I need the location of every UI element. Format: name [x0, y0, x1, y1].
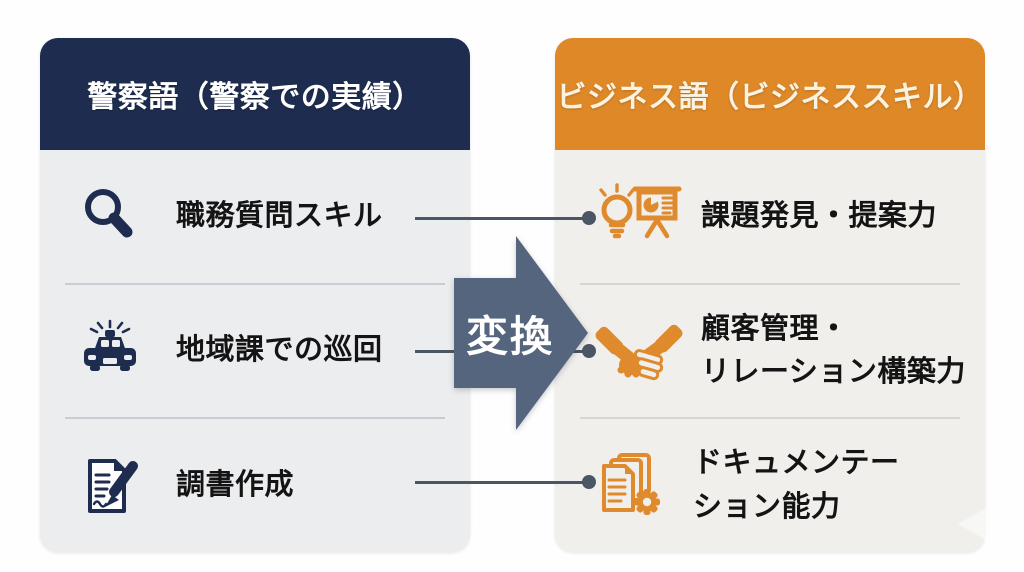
connector-dot-1	[582, 211, 596, 225]
connector-dot-2	[582, 344, 596, 358]
list-item-proposal-skill: 課題発見・提案力	[555, 150, 985, 283]
connector-line-1	[415, 217, 587, 220]
conversion-arrow: 変換	[450, 232, 592, 434]
divider	[580, 282, 960, 285]
divider	[65, 282, 445, 285]
idea-presentation-icon	[595, 180, 683, 252]
divider	[580, 417, 960, 420]
list-item-patrol: 地域課での巡回	[40, 285, 470, 418]
list-item-label: 地域課での巡回	[176, 334, 383, 367]
police-car-icon	[78, 319, 142, 383]
divider	[65, 417, 445, 420]
conversion-arrow-label: 変換	[465, 312, 554, 360]
business-panel-header: ビジネス語（ビジネススキル）	[555, 38, 985, 150]
connector-dot-3	[582, 475, 596, 489]
documents-gear-icon	[595, 450, 675, 522]
business-panel: ビジネス語（ビジネススキル）	[555, 38, 985, 552]
business-panel-title: ビジネス語（ビジネススキル）	[556, 81, 984, 114]
magnifier-icon	[78, 184, 142, 248]
list-item-police-questioning: 職務質問スキル	[40, 150, 470, 283]
list-item-label: 職務質問スキル	[176, 199, 383, 232]
police-panel-body: 職務質問スキル	[40, 150, 470, 552]
list-item-documentation-skill: ドキュメンテー ション能力	[555, 419, 985, 552]
list-item-label: 調書作成	[176, 468, 295, 501]
list-item-label: 顧客管理・ リレーション構築力	[701, 312, 966, 389]
list-item-relationship-skill: 顧客管理・ リレーション構築力	[555, 285, 985, 418]
list-item-report-writing: 調書作成	[40, 419, 470, 552]
document-pen-icon	[78, 454, 142, 518]
handshake-icon	[595, 319, 683, 383]
list-item-label: ドキュメンテー ション能力	[693, 447, 900, 523]
faint-chevron-watermark	[958, 500, 1000, 548]
police-panel: 警察語（警察での実績） 職務質問スキル	[40, 38, 470, 552]
list-item-label: 課題発見・提案力	[701, 199, 938, 232]
connector-line-3	[415, 481, 587, 484]
business-panel-body: 課題発見・提案力	[555, 150, 985, 552]
police-panel-header: 警察語（警察での実績）	[40, 38, 470, 150]
police-panel-title: 警察語（警察での実績）	[87, 81, 423, 114]
